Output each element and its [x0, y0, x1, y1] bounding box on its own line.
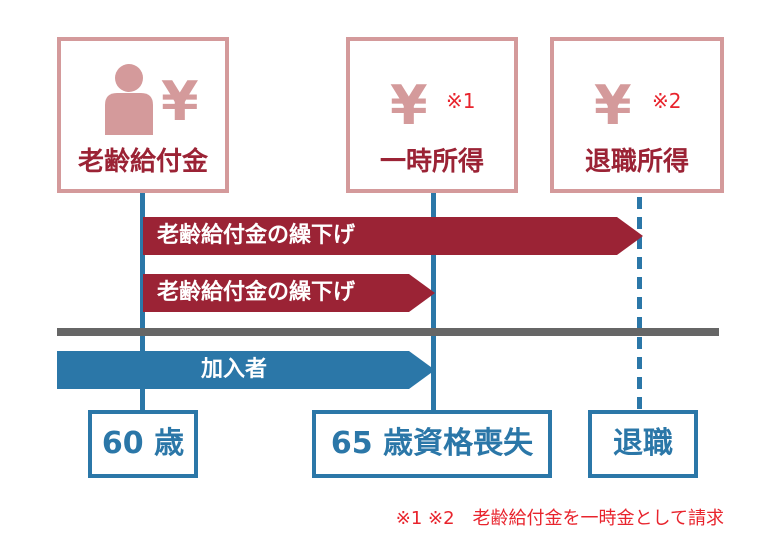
temporary-income-box: ¥ ※1 一時所得: [346, 37, 518, 193]
deferral-arrow-short: 老齢給付金の繰下げ: [143, 274, 435, 312]
age65-label: 65 歳資格喪失: [330, 426, 534, 461]
note-marker-1: ※1: [446, 89, 476, 113]
member-label: 加入者: [201, 357, 268, 382]
yen-icon: ¥: [161, 70, 199, 133]
retirement-income-box: ¥ ※2 退職所得: [550, 37, 724, 193]
deferral-short-label: 老齢給付金の繰下げ: [157, 280, 356, 305]
deferral-long-label: 老齢給付金の繰下げ: [157, 223, 356, 248]
lump-sum-pension-label: 老齢給付金: [77, 147, 208, 177]
age60-box: 60 歳: [88, 410, 198, 478]
person-icon: [105, 64, 153, 135]
temporary-income-label: 一時所得: [379, 147, 484, 177]
note-marker-2: ※2: [652, 89, 682, 113]
yen-icon: ¥: [594, 74, 632, 137]
footnote: ※1 ※2 老齢給付金を一時金として請求: [395, 508, 724, 529]
member-arrow: 加入者: [57, 351, 435, 389]
deferral-arrow-long: 老齢給付金の繰下げ: [143, 217, 643, 255]
age60-label: 60 歳: [101, 426, 185, 461]
retirement-label: 退職: [613, 426, 673, 461]
age60-vertical-line: [140, 193, 145, 412]
retirement-box: 退職: [588, 410, 698, 478]
yen-icon: ¥: [390, 74, 428, 137]
age65-vertical-line: [431, 193, 436, 412]
timeline-divider: [57, 328, 719, 336]
retirement-income-label: 退職所得: [584, 147, 689, 177]
retirement-dashed-line: [637, 197, 642, 412]
age65-box: 65 歳資格喪失: [312, 410, 552, 478]
lump-sum-pension-box: ¥ 老齢給付金: [57, 37, 229, 193]
